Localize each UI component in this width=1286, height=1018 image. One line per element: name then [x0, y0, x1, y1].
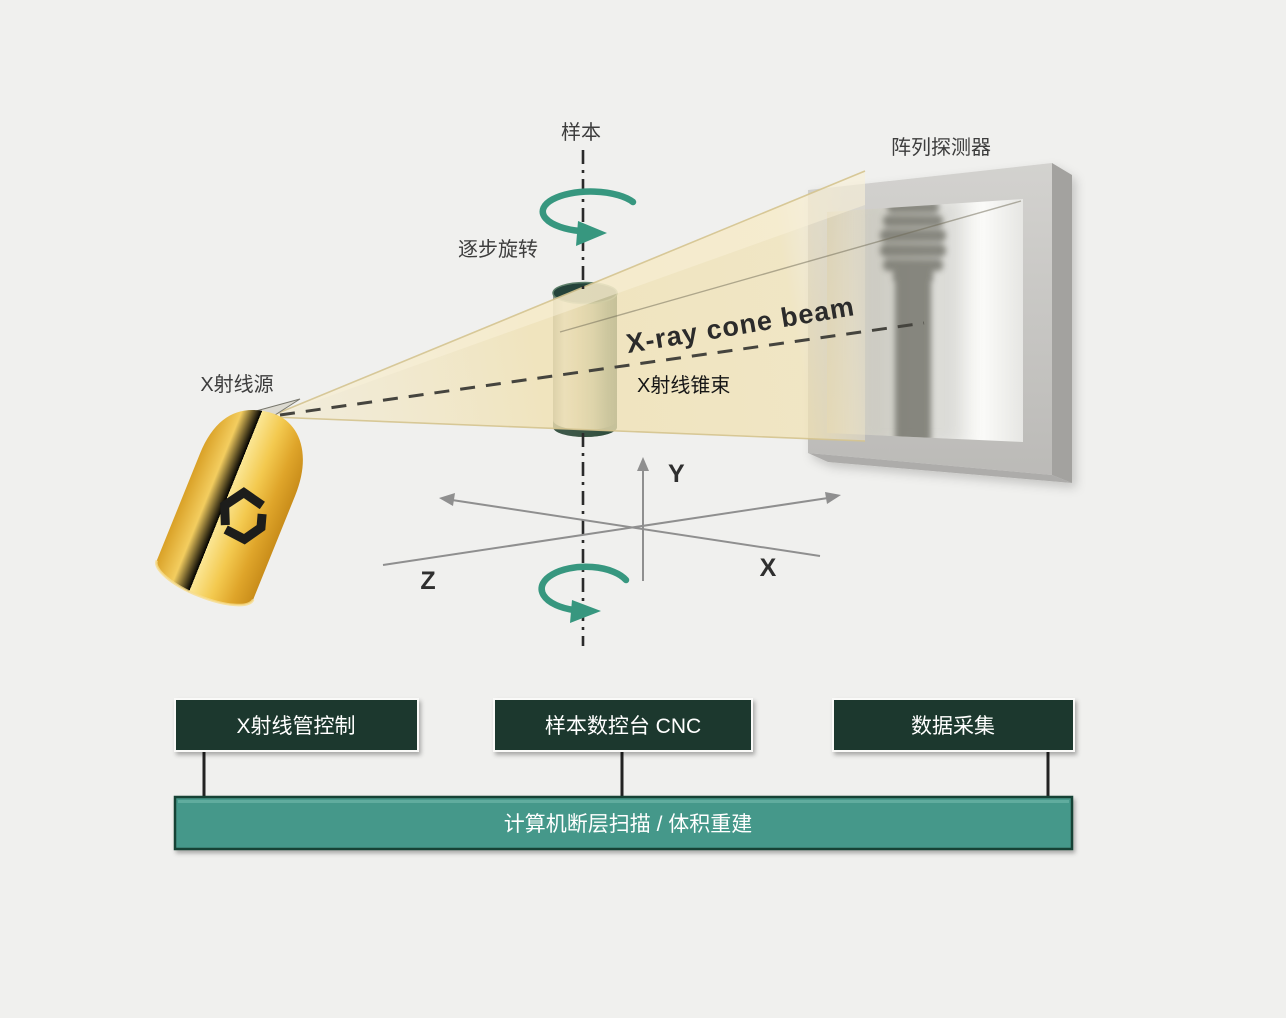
detector-side-face	[1052, 163, 1072, 483]
detector-bottom-face	[808, 453, 1072, 483]
box-xray-tube-control: X射线管控制	[174, 698, 419, 752]
detector-label: 阵列探测器	[891, 136, 991, 159]
coordinate-axes	[382, 465, 829, 581]
beam-centerline	[279, 321, 925, 417]
xray-source	[155, 398, 303, 607]
axis-x-label: X	[760, 554, 777, 582]
axis-y-label: Y	[668, 460, 685, 488]
beam-far-edge	[559, 200, 1022, 333]
rotation-arrow-bottom-icon	[538, 563, 630, 623]
source-base-rim	[155, 560, 255, 607]
axis-x-arrowhead	[825, 492, 841, 504]
axis-z-arrowhead	[439, 493, 455, 506]
beam-bottom-edge	[270, 416, 866, 442]
beam-top-edge	[270, 170, 866, 417]
sample-bottom-cap	[553, 420, 617, 437]
screw-shadow-image	[860, 199, 964, 442]
xray-source-label: X射线源	[200, 373, 273, 396]
box-ct-reconstruction: 计算机断层扫描 / 体积重建	[173, 795, 1074, 851]
axis-z-label: Z	[420, 567, 435, 595]
flow-boxes: X射线管控制 样本数控台 CNC 数据采集 计算机断层扫描 / 体积重建	[173, 698, 1075, 851]
box-ct-reconstruction-label: 计算机断层扫描 / 体积重建	[504, 813, 753, 836]
box-sample-cnc-stage: 样本数控台 CNC	[493, 698, 753, 752]
screw-shaft	[895, 272, 931, 442]
screw-thread	[883, 259, 943, 271]
axis-arrowheads	[439, 457, 841, 506]
source-body	[156, 410, 303, 606]
sample-label: 样本	[561, 121, 601, 144]
screw-thread	[880, 229, 946, 242]
axis-y-arrowhead	[637, 457, 649, 471]
step-rotation-label: 逐步旋转	[458, 238, 538, 261]
box-xray-tube-control-label: X射线管控制	[236, 715, 355, 738]
source-logo-icon	[220, 487, 267, 545]
beam-label-zh: X射线锥束	[637, 374, 730, 397]
detector-panel	[808, 163, 1072, 483]
box-sample-cnc-stage-label: 样本数控台 CNC	[545, 715, 701, 738]
connector-lines	[202, 751, 1050, 797]
axis-x-line	[382, 497, 829, 566]
beam-cone	[270, 170, 1022, 442]
box-data-acquisition-label: 数据采集	[911, 715, 995, 738]
screw-thread	[883, 215, 943, 227]
screw-thread	[880, 244, 946, 257]
axis-z-line	[451, 499, 821, 557]
rotation-arrow-top-icon	[539, 188, 637, 246]
box-ct-reconstruction-highlight	[178, 800, 1069, 803]
box-data-acquisition: 数据采集	[832, 698, 1075, 752]
